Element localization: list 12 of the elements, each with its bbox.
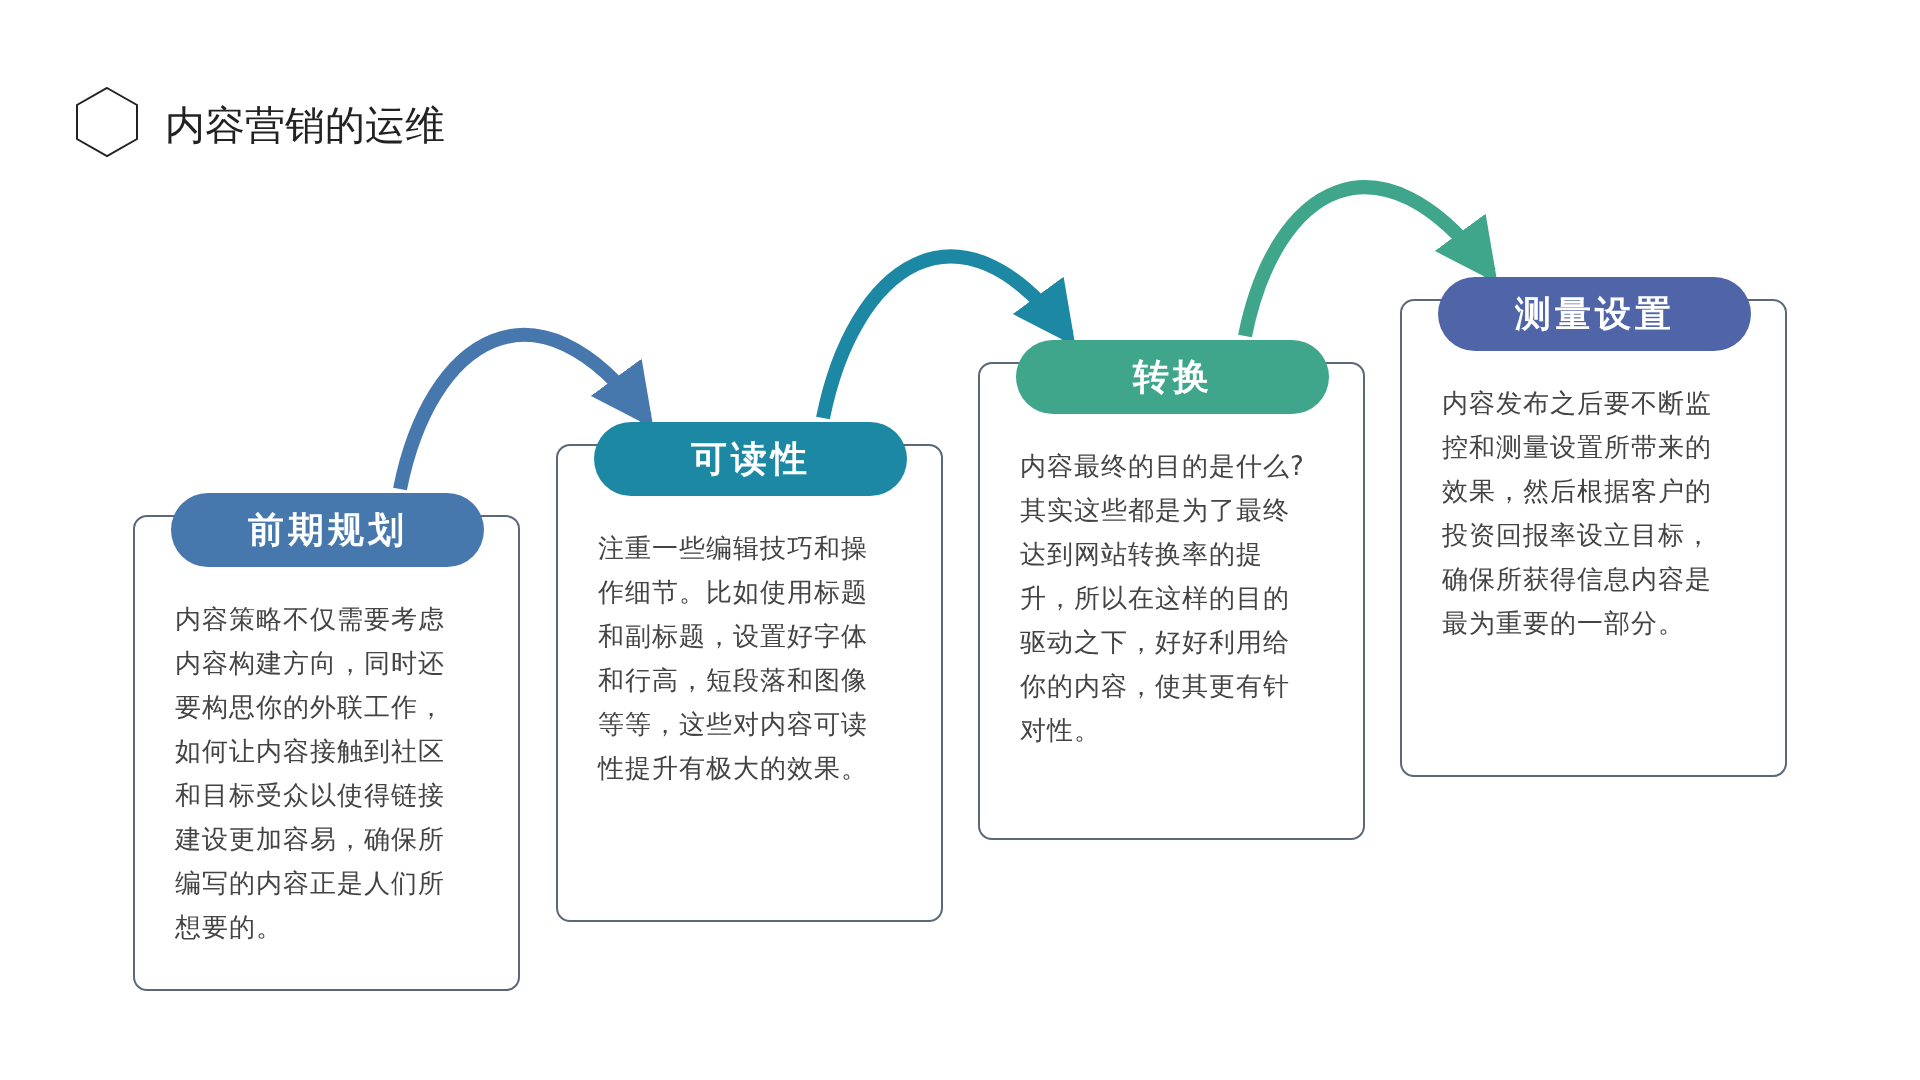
step-description: 注重一些编辑技巧和操作细节。比如使用标题和副标题，设置好字体和行高，短段落和图像等等，这些对内容可读性提升有极大的效果。: [598, 532, 869, 785]
step-description: 内容最终的目的是什么?其实这些都是为了最终达到网站转换率的提升，所以在这样的目的驱动之下，好好利用给你的内容，使其更有针对性。: [1020, 450, 1306, 747]
title: 内容营销的运维: [165, 101, 445, 150]
step-heading-pill: 测量设置: [1438, 277, 1751, 351]
step-description: 内容发布之后要不断监控和测量设置所带来的效果，然后根据客户的投资回报率设立目标，确保所获得信息内容是最为重要的一部分。: [1442, 387, 1713, 640]
curved-arrow: [393, 328, 655, 491]
step-heading-pill: 转换: [1016, 340, 1329, 414]
step-description: 内容策略不仅需要考虑内容构建方向，同时还要构思你的外联工作，如何让内容接触到社区和目标受众以使得链接建设更加容易，确保所编写的内容正是人们所想要的。: [175, 603, 446, 944]
curved-arrow: [816, 250, 1077, 420]
step-heading-pill: 前期规划: [171, 493, 484, 567]
step-heading-pill: 可读性: [594, 422, 907, 496]
curved-arrow: [1238, 180, 1498, 338]
